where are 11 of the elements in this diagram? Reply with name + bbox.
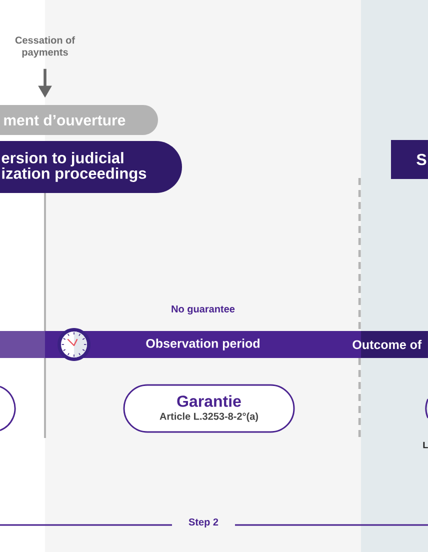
step-label: Step 2 xyxy=(188,518,218,528)
rounded-box xyxy=(0,386,16,432)
rounded-box xyxy=(425,398,428,418)
text-label: L xyxy=(423,442,428,448)
event-label: Cessation of payments xyxy=(15,36,76,58)
timeline-band: Outcome of xyxy=(352,331,428,358)
rounded-banner: ersion to judicial ization proceedings xyxy=(0,141,182,193)
title-box: S xyxy=(391,140,428,179)
note-text: No guarantee xyxy=(172,306,235,314)
rounded-banner: ment d’ouverture xyxy=(0,105,158,135)
rounded-box: Garantie Article L.3253-8-2°(a) xyxy=(123,384,295,433)
